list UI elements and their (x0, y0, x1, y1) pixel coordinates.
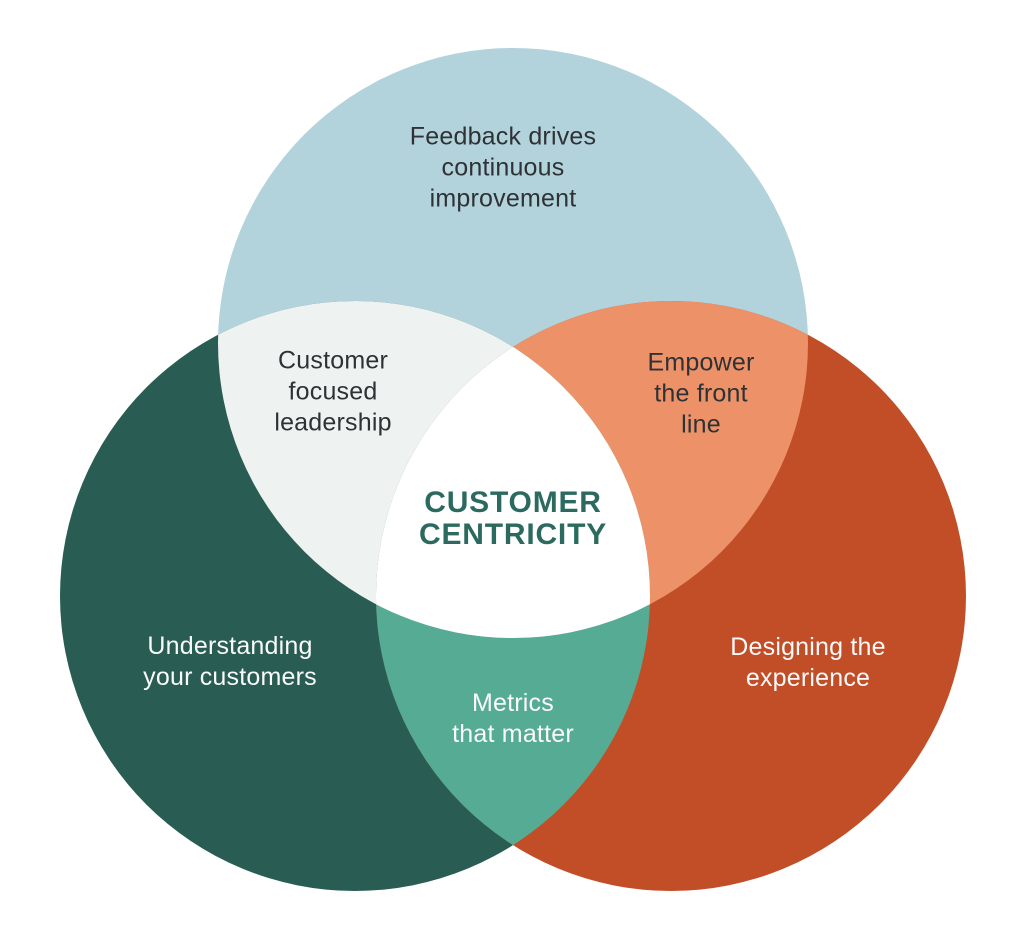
label-understanding-customers: Understanding your customers (143, 632, 317, 691)
label-designing-experience: Designing the experience (730, 633, 886, 692)
center-region (376, 301, 650, 638)
label-customer-focused-leadership: Customer focused leadership (274, 346, 392, 437)
center-title: CUSTOMER CENTRICITY (419, 486, 607, 551)
label-metrics-that-matter: Metrics that matter (452, 689, 574, 748)
label-feedback: Feedback drives continuous improvement (409, 122, 597, 213)
label-empower-front-line: Empower the front line (647, 348, 755, 439)
